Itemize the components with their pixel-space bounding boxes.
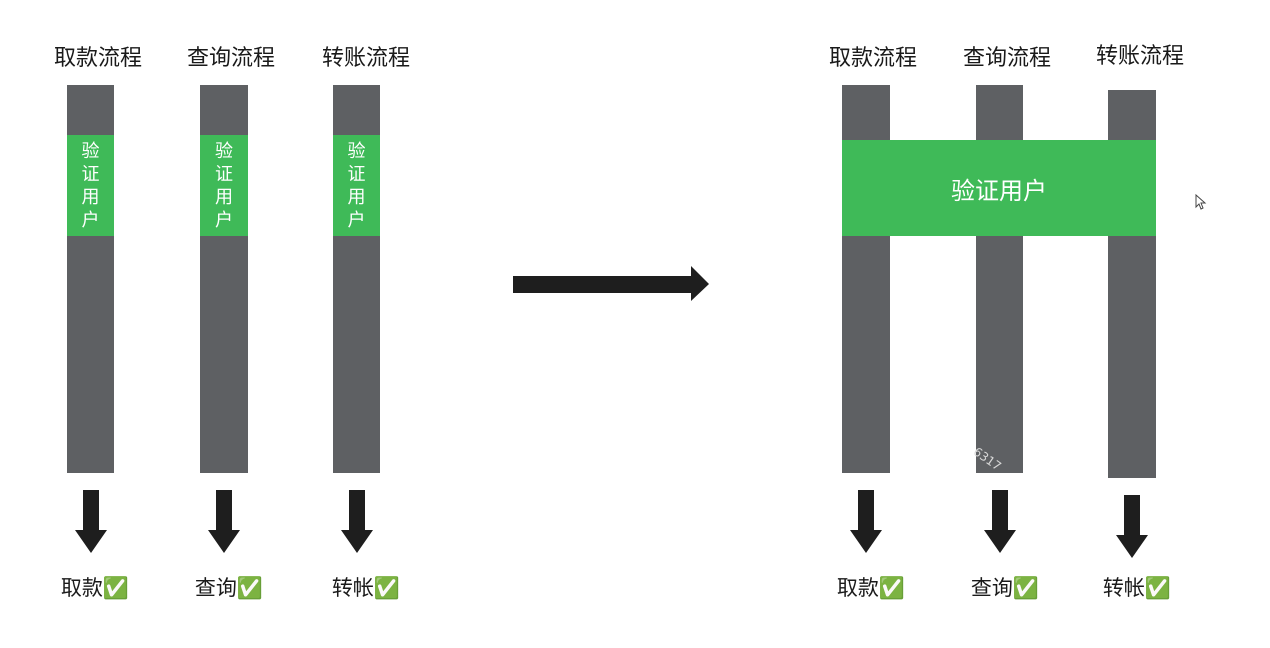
left-result-transfer: 转帐✅ xyxy=(331,576,401,600)
verify-char: 证 xyxy=(347,163,366,185)
verify-char: 用 xyxy=(215,186,233,208)
verify-char: 验 xyxy=(81,140,100,162)
down-arrow-icon xyxy=(984,490,1016,553)
down-arrow-icon xyxy=(850,490,882,553)
right-title-withdraw: 取款流程 xyxy=(828,46,917,71)
mouse-cursor-icon xyxy=(1195,193,1207,210)
verify-char: 用 xyxy=(347,186,366,208)
down-arrow-icon xyxy=(75,490,107,553)
right-result-query: 查询✅ xyxy=(970,576,1040,600)
right-result-transfer: 转帐✅ xyxy=(1102,576,1172,600)
right-verify-shared: 验证用户 xyxy=(842,140,1156,236)
left-title-transfer: 转账流程 xyxy=(321,46,410,71)
verify-char: 验 xyxy=(347,140,366,162)
right-title-query: 查询流程 xyxy=(962,46,1051,71)
left-result-withdraw: 取款✅ xyxy=(60,576,130,600)
right-title-transfer: 转账流程 xyxy=(1095,44,1184,69)
left-title-query: 查询流程 xyxy=(186,46,275,71)
verify-char: 户 xyxy=(215,209,233,231)
left-verify-transfer: 验 证 用 户 xyxy=(333,135,380,236)
left-verify-query: 验 证 用 户 xyxy=(200,135,248,236)
left-verify-withdraw: 验 证 用 户 xyxy=(67,135,114,236)
right-arrow-icon xyxy=(513,266,709,301)
verify-char: 证 xyxy=(81,163,100,185)
down-arrow-icon xyxy=(208,490,240,553)
verify-label: 验证用户 xyxy=(951,176,1047,205)
verify-char: 户 xyxy=(347,209,366,231)
right-result-withdraw: 取款✅ xyxy=(836,576,906,600)
verify-char: 用 xyxy=(81,186,100,208)
left-result-query: 查询✅ xyxy=(194,576,264,600)
verify-char: 户 xyxy=(81,209,100,231)
verify-char: 验 xyxy=(215,140,233,162)
down-arrow-icon xyxy=(341,490,373,553)
left-title-withdraw: 取款流程 xyxy=(53,46,142,71)
down-arrow-icon xyxy=(1116,495,1148,558)
verify-char: 证 xyxy=(215,163,233,185)
